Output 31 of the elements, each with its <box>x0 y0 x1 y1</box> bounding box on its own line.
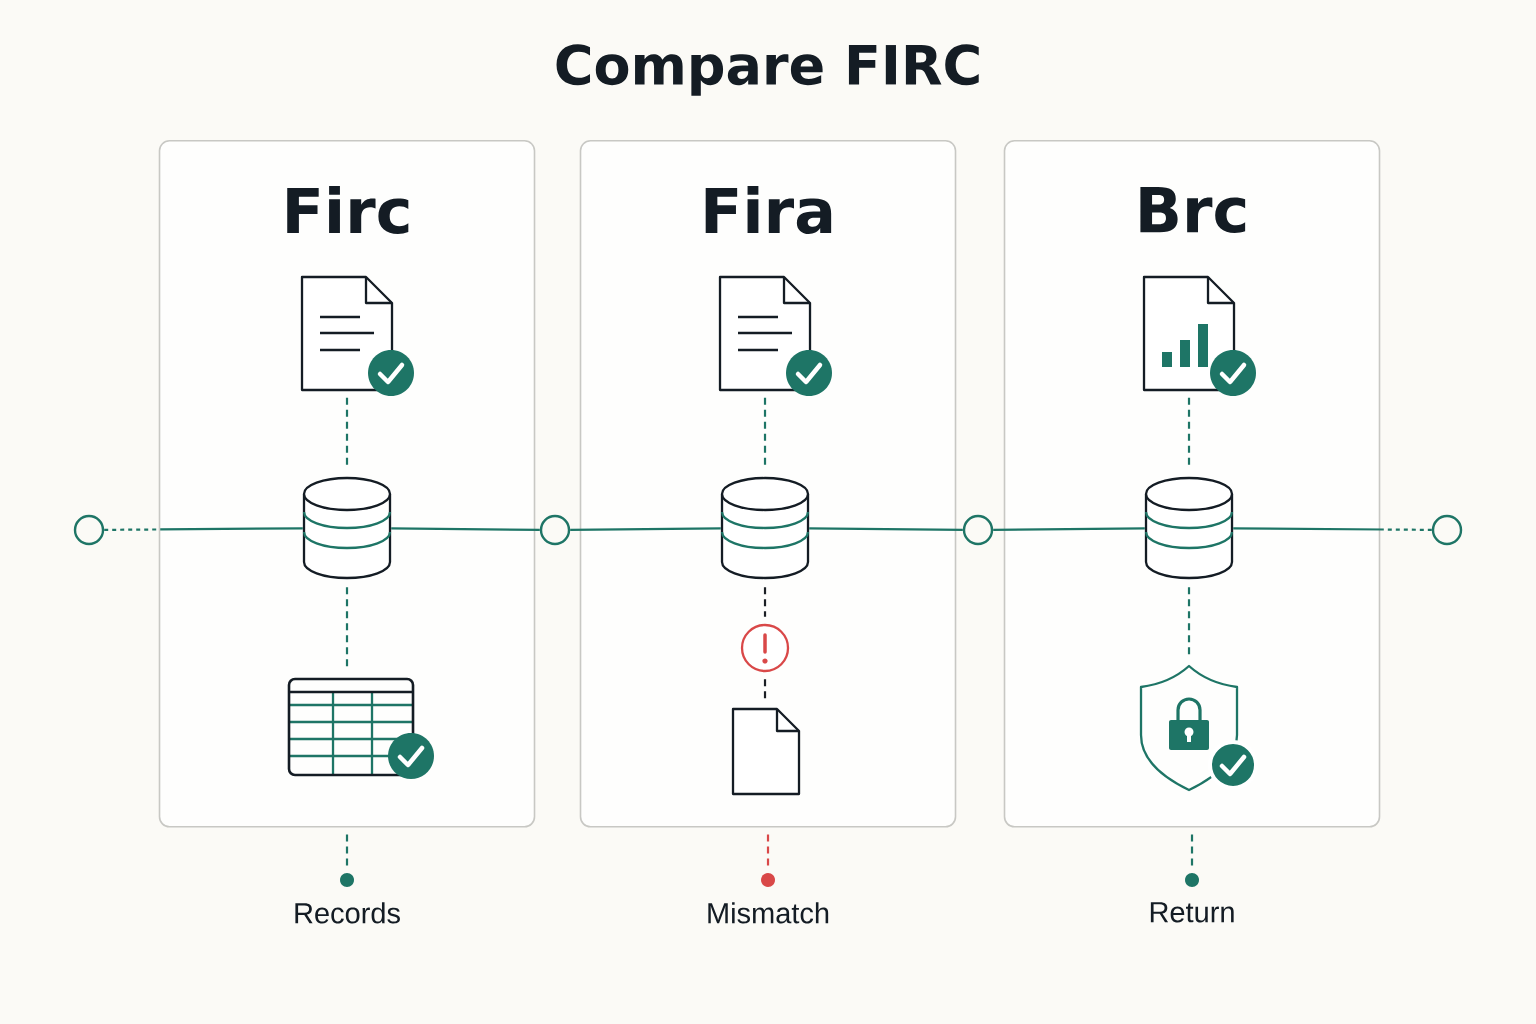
table-icon <box>287 677 434 779</box>
database-icon <box>720 476 810 580</box>
connector <box>391 527 540 531</box>
connector <box>809 527 963 531</box>
connector-circle <box>539 514 571 546</box>
document-icon <box>731 707 801 796</box>
connector <box>570 527 721 531</box>
document-icon <box>718 275 832 396</box>
connector <box>1187 587 1191 657</box>
connector-circle <box>73 514 105 546</box>
connector <box>763 587 767 617</box>
connector <box>104 527 303 531</box>
connector-circle <box>962 514 994 546</box>
title: Compare FIRC <box>556 44 979 96</box>
connector <box>993 527 1145 531</box>
database-icon <box>302 476 392 580</box>
dot-label: Mismatch <box>708 902 829 924</box>
connector <box>345 834 349 866</box>
report-icon <box>1142 275 1256 396</box>
database-icon <box>1144 476 1234 580</box>
warning-icon <box>740 623 790 673</box>
connector-circle <box>1431 514 1463 546</box>
connector <box>1233 527 1432 531</box>
panel-heading: Fira <box>705 186 832 234</box>
connector <box>1190 834 1194 866</box>
document-icon <box>300 275 414 396</box>
panel-heading: Brc <box>1140 186 1246 234</box>
panel-heading: Firc <box>287 186 409 234</box>
connector <box>766 834 770 866</box>
dot-label: Return <box>1150 902 1234 923</box>
dot-label: Records <box>295 902 400 924</box>
